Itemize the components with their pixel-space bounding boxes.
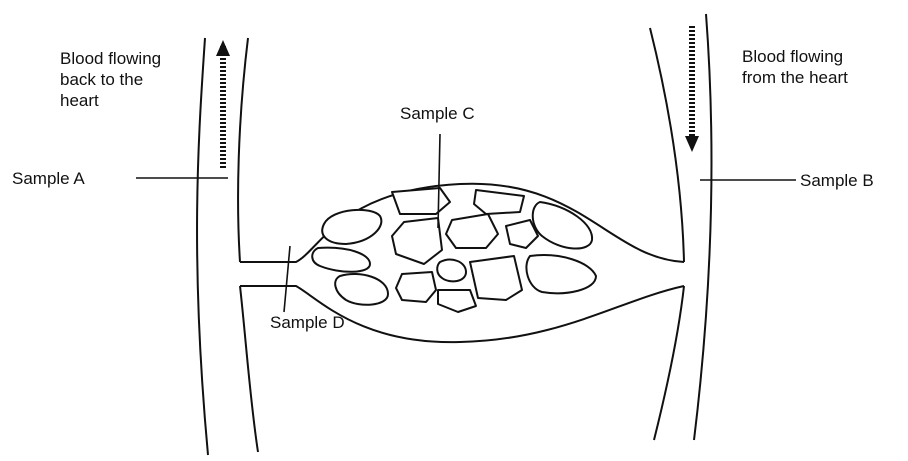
right-flow-label: Blood flowing from the heart (742, 46, 848, 88)
tissue-cell (335, 274, 388, 305)
sample-c-label: Sample C (400, 103, 475, 124)
right-vessel-inner-wall-lower (654, 286, 684, 440)
tissue-cell (526, 255, 596, 293)
left-flow-label: Blood flowing back to the heart (60, 48, 161, 111)
arrow-down-icon (685, 26, 699, 152)
tissue-cell (392, 188, 450, 214)
right-vessel-outer-wall (694, 14, 712, 440)
tissue-cell (506, 220, 538, 248)
tissue-cell (392, 218, 442, 264)
sample-a-label: Sample A (12, 168, 85, 189)
sample-d-label: Sample D (270, 312, 345, 333)
tissue-cell (437, 260, 466, 282)
sample-b-label: Sample B (800, 170, 874, 191)
tissue-cell (470, 256, 522, 300)
sample-d-leader (284, 246, 290, 312)
left-vessel-inner-wall-lower (240, 286, 258, 452)
left-vessel (197, 38, 258, 455)
right-vessel (650, 14, 712, 440)
tissue-cell (533, 202, 592, 249)
tissue-cell (322, 210, 381, 244)
right-vessel-inner-wall-upper (650, 28, 684, 262)
sample-c-leader (438, 134, 440, 228)
tissue-cell (396, 272, 436, 302)
tissue-cells (312, 188, 596, 312)
tissue-cell (438, 290, 476, 312)
arrow-up-icon (216, 40, 230, 168)
tissue-cell (446, 214, 498, 248)
tissue-cell (312, 248, 370, 272)
tissue-cell (474, 190, 524, 214)
left-vessel-outer-wall (197, 38, 208, 455)
left-vessel-inner-wall-upper (238, 38, 248, 262)
